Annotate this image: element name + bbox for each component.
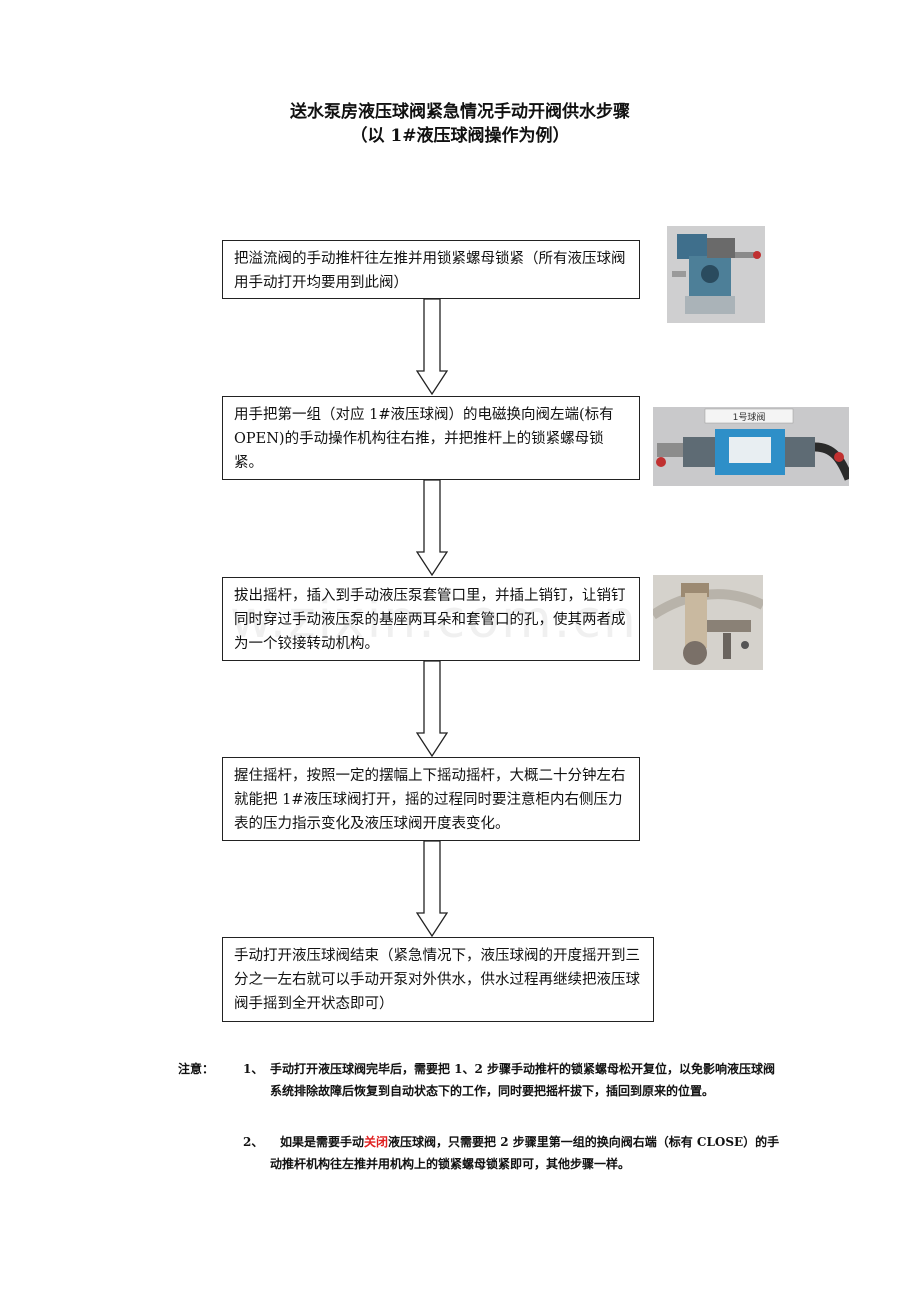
arrow-down-icon: [416, 661, 448, 757]
note-1-number: 1、: [243, 1062, 264, 1076]
note-2-highlight: 关闭: [364, 1135, 389, 1149]
arrow-down-icon: [416, 299, 448, 395]
note-1-text: 手动打开液压球阀完毕后，需要把 1、2 步骤手动推杆的锁紧螺母松开复位，以免影响…: [270, 1058, 786, 1102]
step-2-text: 用手把第一组（对应 1#液压球阀）的电磁换向阀左端(标有 OPEN)的手动操作机…: [234, 407, 614, 471]
document-title: 送水泵房液压球阀紧急情况手动开阀供水步骤: [290, 102, 630, 122]
note-1-body: 手动打开液压球阀完毕后，需要把 1、2 步骤手动推杆的锁紧螺母松开复位，以免影响…: [270, 1062, 776, 1098]
step-3-box: 拔出摇杆，插入到手动液压泵套管口里，并插上销钉，让销钉同时穿过手动液压泵的基座两…: [222, 577, 640, 661]
step-3-photo: [653, 575, 763, 670]
step-1-photo: [667, 226, 765, 323]
step-2-box: 用手把第一组（对应 1#液压球阀）的电磁换向阀左端(标有 OPEN)的手动操作机…: [222, 396, 640, 480]
step-4-text: 握住摇杆，按照一定的摆幅上下摇动摇杆，大概二十分钟左右就能把 1#液压球阀打开，…: [234, 768, 626, 832]
note-2-after: 液压球阀，只需要把 2 步骤里第一组的换向阀右端（标有 CLOSE）的手动推杆机…: [270, 1135, 780, 1171]
step-5-text: 手动打开液压球阀结束（紧急情况下，液压球阀的开度摇开到三分之一左右就可以手动开泵…: [234, 948, 640, 1012]
note-2-number: 2、: [243, 1135, 264, 1149]
arrow-down-icon: [416, 480, 448, 576]
step-4-box: 握住摇杆，按照一定的摆幅上下摇动摇杆，大概二十分钟左右就能把 1#液压球阀打开，…: [222, 757, 640, 841]
step-1-box: 把溢流阀的手动推杆往左推并用锁紧螺母锁紧（所有液压球阀用手动打开均要用到此阀）: [222, 240, 640, 299]
note-2-text: 如果是需要手动关闭液压球阀，只需要把 2 步骤里第一组的换向阀右端（标有 CLO…: [270, 1131, 786, 1175]
step-3-text: 拔出摇杆，插入到手动液压泵套管口里，并插上销钉，让销钉同时穿过手动液压泵的基座两…: [234, 588, 626, 652]
step-2-photo-label: 1号球阀: [733, 411, 766, 423]
step-1-text: 把溢流阀的手动推杆往左推并用锁紧螺母锁紧（所有液压球阀用手动打开均要用到此阀）: [234, 251, 626, 291]
note-2-before: 如果是需要手动: [280, 1135, 365, 1149]
document-subtitle: （以 1#液压球阀操作为例）: [350, 126, 570, 146]
notes-label: 注意：: [178, 1062, 215, 1076]
watermark: w.zixin.com.cn: [230, 590, 638, 650]
step-5-box: 手动打开液压球阀结束（紧急情况下，液压球阀的开度摇开到三分之一左右就可以手动开泵…: [222, 937, 654, 1022]
arrow-down-icon: [416, 841, 448, 937]
step-2-photo: 1号球阀: [653, 407, 849, 486]
